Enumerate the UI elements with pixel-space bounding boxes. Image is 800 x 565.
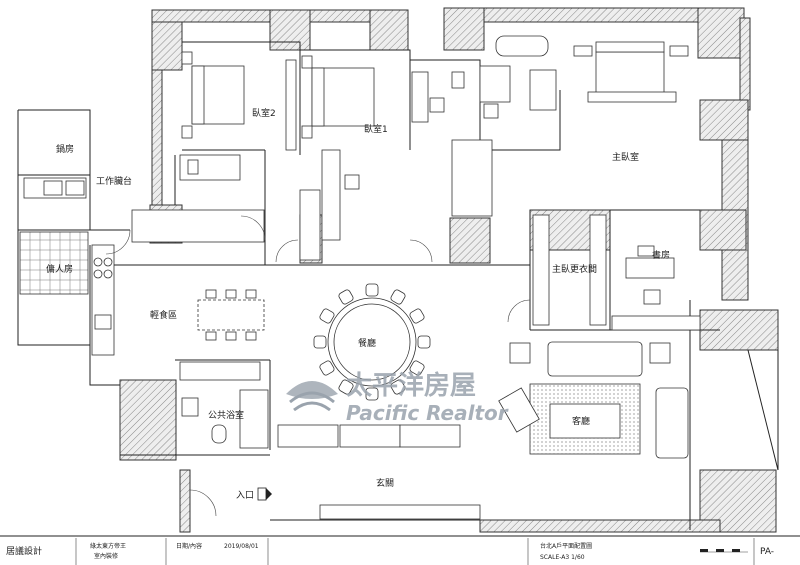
room-label-master-bedroom: 主臥室 <box>612 151 639 163</box>
room-label-bedroom2: 臥室2 <box>252 107 276 119</box>
room-label-kitchen: 鍋房 <box>56 143 74 155</box>
dining-chair <box>390 379 406 395</box>
title-drawing-name: 台北A戶平面配置圖 <box>540 542 592 550</box>
watermark-title: 太平洋房屋 <box>346 370 476 401</box>
room-label-work-counter: 工作臟台 <box>96 175 132 187</box>
dining-table <box>313 283 431 401</box>
title-project-line1: 綠太東方帝王 <box>90 542 126 550</box>
title-scale: SCALE-A3 1/60 <box>540 554 585 561</box>
closet-study-furniture <box>532 214 701 331</box>
title-block: 居議設計 綠太東方帝王 室內裝修 日期/內容 2019/08/01 台北A戶平面… <box>0 535 800 565</box>
master-bed <box>573 41 689 103</box>
dining-chair <box>417 335 431 349</box>
room-label-maid-room: 傭人房 <box>46 263 73 275</box>
room-label-dining: 餐廳 <box>358 337 376 349</box>
light-meal-table <box>197 289 265 341</box>
title-designer: 居議設計 <box>6 545 42 557</box>
door-swings <box>105 215 531 517</box>
room-label-living: 客廳 <box>572 415 590 427</box>
title-date: 2019/08/01 <box>224 543 259 550</box>
watermark: 太平洋房屋 Pacific Realtor <box>286 370 509 425</box>
room-label-public-bath: 公共浴室 <box>208 409 244 421</box>
dining-chair <box>319 360 335 376</box>
bedroom1-furniture <box>299 55 375 261</box>
room-label-master-closet: 主臥更衣間 <box>552 263 597 275</box>
watermark-subtitle: Pacific Realtor <box>346 401 509 425</box>
watermark-logo-icon <box>286 381 338 412</box>
dining-chair <box>365 387 379 401</box>
room-label-foyer: 玄關 <box>376 477 394 489</box>
dining-chair <box>338 379 354 395</box>
title-project-line2: 室內裝修 <box>94 552 118 560</box>
title-date-header: 日期/內容 <box>176 542 202 550</box>
dining-chair <box>338 289 354 305</box>
room-label-entrance: 入口 <box>236 490 254 501</box>
kitchen-counters <box>23 177 265 381</box>
dining-chair <box>365 283 379 297</box>
public-bath-fixtures <box>181 389 269 449</box>
room-label-study: 書房 <box>652 249 670 261</box>
dining-chair <box>390 289 406 305</box>
maid-room-floor <box>19 231 89 295</box>
entrance-arrow <box>257 487 272 501</box>
living-room-furniture <box>498 341 689 459</box>
structural-walls <box>119 7 779 533</box>
dining-chair <box>313 335 327 349</box>
title-sheet-number: PA- <box>760 547 774 557</box>
dining-chair <box>319 308 335 324</box>
dining-chair <box>409 308 425 324</box>
bedroom2-furniture <box>179 51 297 181</box>
room-label-light-meal: 輕食區 <box>150 309 177 321</box>
dining-chair <box>409 360 425 376</box>
foyer-cabinets <box>277 424 481 520</box>
scale-bar <box>700 549 748 553</box>
room-label-bedroom1: 臥室1 <box>364 123 388 135</box>
bathroom-fixtures <box>411 35 557 217</box>
